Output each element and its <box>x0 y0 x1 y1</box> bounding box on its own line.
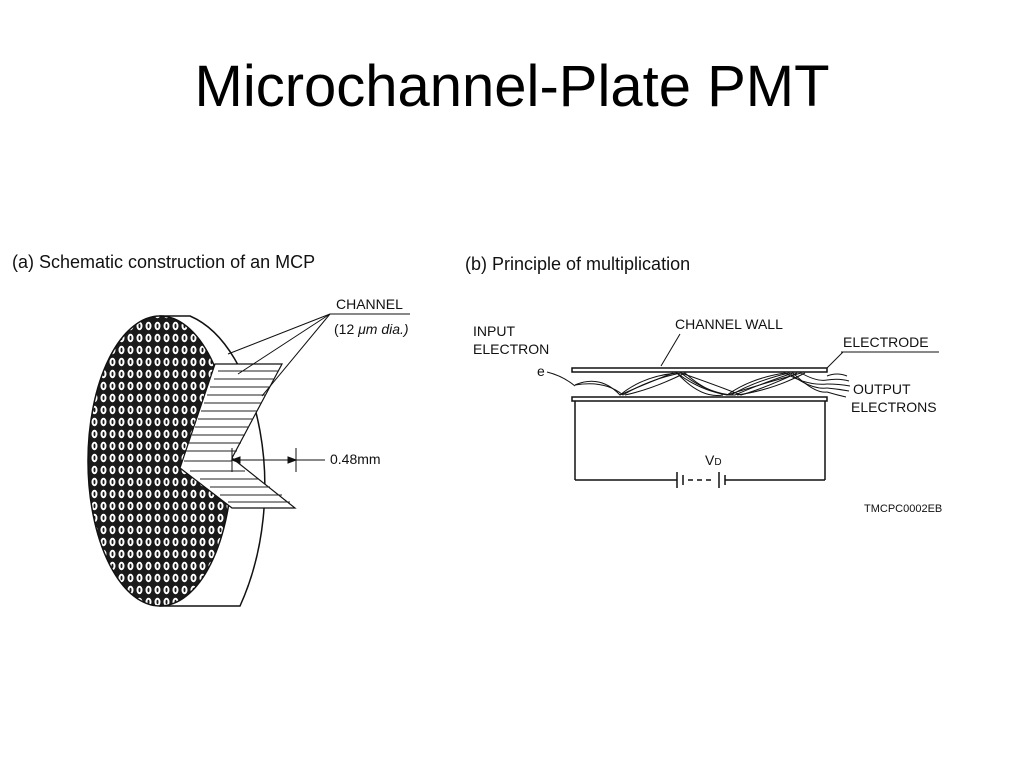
output-electrons-label-line1: OUTPUT <box>853 381 911 397</box>
thickness-label: 0.48mm <box>330 451 381 467</box>
channel-leader-lines <box>227 313 410 397</box>
channel-label: CHANNEL <box>336 296 403 312</box>
electrode-label: ELECTRODE <box>843 334 929 350</box>
channel-wall-top <box>571 367 828 373</box>
multiplication-principle-figure: (b) Principle of multiplication INPUT EL… <box>465 254 942 515</box>
electron-trajectories <box>574 372 828 397</box>
output-electrons-label-line2: ELECTRONS <box>851 399 937 415</box>
channel-wall-bottom <box>571 396 828 402</box>
voltage-label: VD <box>705 452 722 468</box>
panel-a-caption: (a) Schematic construction of an MCP <box>12 252 315 272</box>
channel-diameter-label: (12 μm dia.) <box>334 321 409 337</box>
channel-wall-leader <box>660 333 681 367</box>
input-electron-label-line2: ELECTRON <box>473 341 549 357</box>
mcp-construction-figure: (a) Schematic construction of an MCP CHA… <box>12 252 410 607</box>
slide-title: Microchannel-Plate PMT <box>194 54 830 119</box>
input-electron-label-line1: INPUT <box>473 323 515 339</box>
electron-symbol: e <box>537 363 545 379</box>
voltage-circuit <box>574 401 826 488</box>
output-electron-arrows <box>826 373 851 398</box>
panel-b-caption: (b) Principle of multiplication <box>465 254 690 274</box>
cutaway-wedge <box>179 363 297 509</box>
channel-wall-label: CHANNEL WALL <box>675 316 783 332</box>
electrode-leader <box>826 351 844 369</box>
thickness-dimension <box>230 448 325 472</box>
input-electron-path <box>546 371 576 387</box>
figure-code: TMCPC0002EB <box>864 503 942 515</box>
cutaway-channel-lines <box>184 370 290 503</box>
